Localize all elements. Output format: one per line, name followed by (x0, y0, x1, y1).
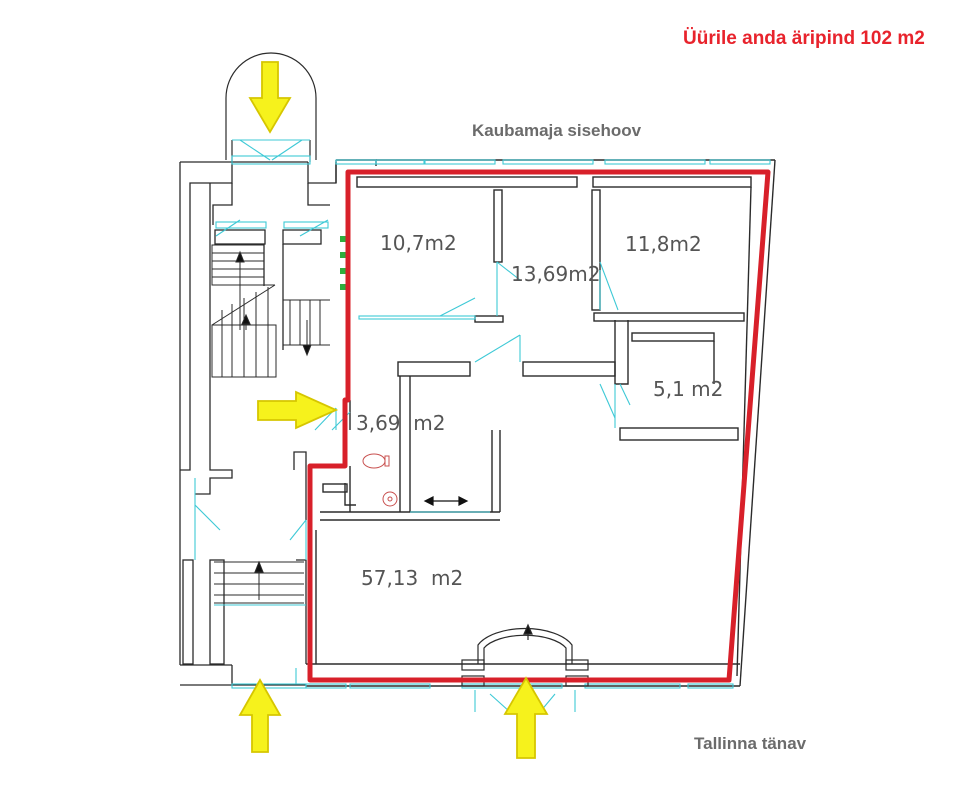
stairwell-walls (179, 161, 337, 686)
room-area-label: 57,13 m2 (361, 566, 464, 590)
room-area-label: 3,69 m2 (356, 411, 446, 435)
arrow-bottom-center-up (503, 676, 549, 759)
lower-stairs (214, 560, 304, 604)
sliding-door-arrow (423, 496, 469, 506)
room-area-label: 10,7m2 (380, 231, 457, 255)
room-area-label: 11,8m2 (625, 232, 702, 256)
arrow-bottom-left-up (238, 678, 282, 753)
windows (194, 139, 771, 713)
green-markers (340, 236, 347, 290)
street-label: Tallinna tänav (694, 734, 807, 753)
arrow-top-down (248, 61, 292, 134)
main-building-walls (306, 159, 776, 687)
courtyard-label: Kaubamaja sisehoov (472, 121, 642, 140)
room-area-label: 5,1 m2 (653, 377, 724, 401)
rental-area-outline (307, 169, 771, 683)
arrow-side-right (257, 390, 339, 430)
room-area-label: 13,69m2 (511, 262, 601, 286)
front-entrance (461, 623, 589, 687)
wc-fixtures (362, 453, 398, 507)
upper-stairs (211, 244, 330, 378)
page-title: Üürile anda äripind 102 m2 (683, 28, 925, 49)
